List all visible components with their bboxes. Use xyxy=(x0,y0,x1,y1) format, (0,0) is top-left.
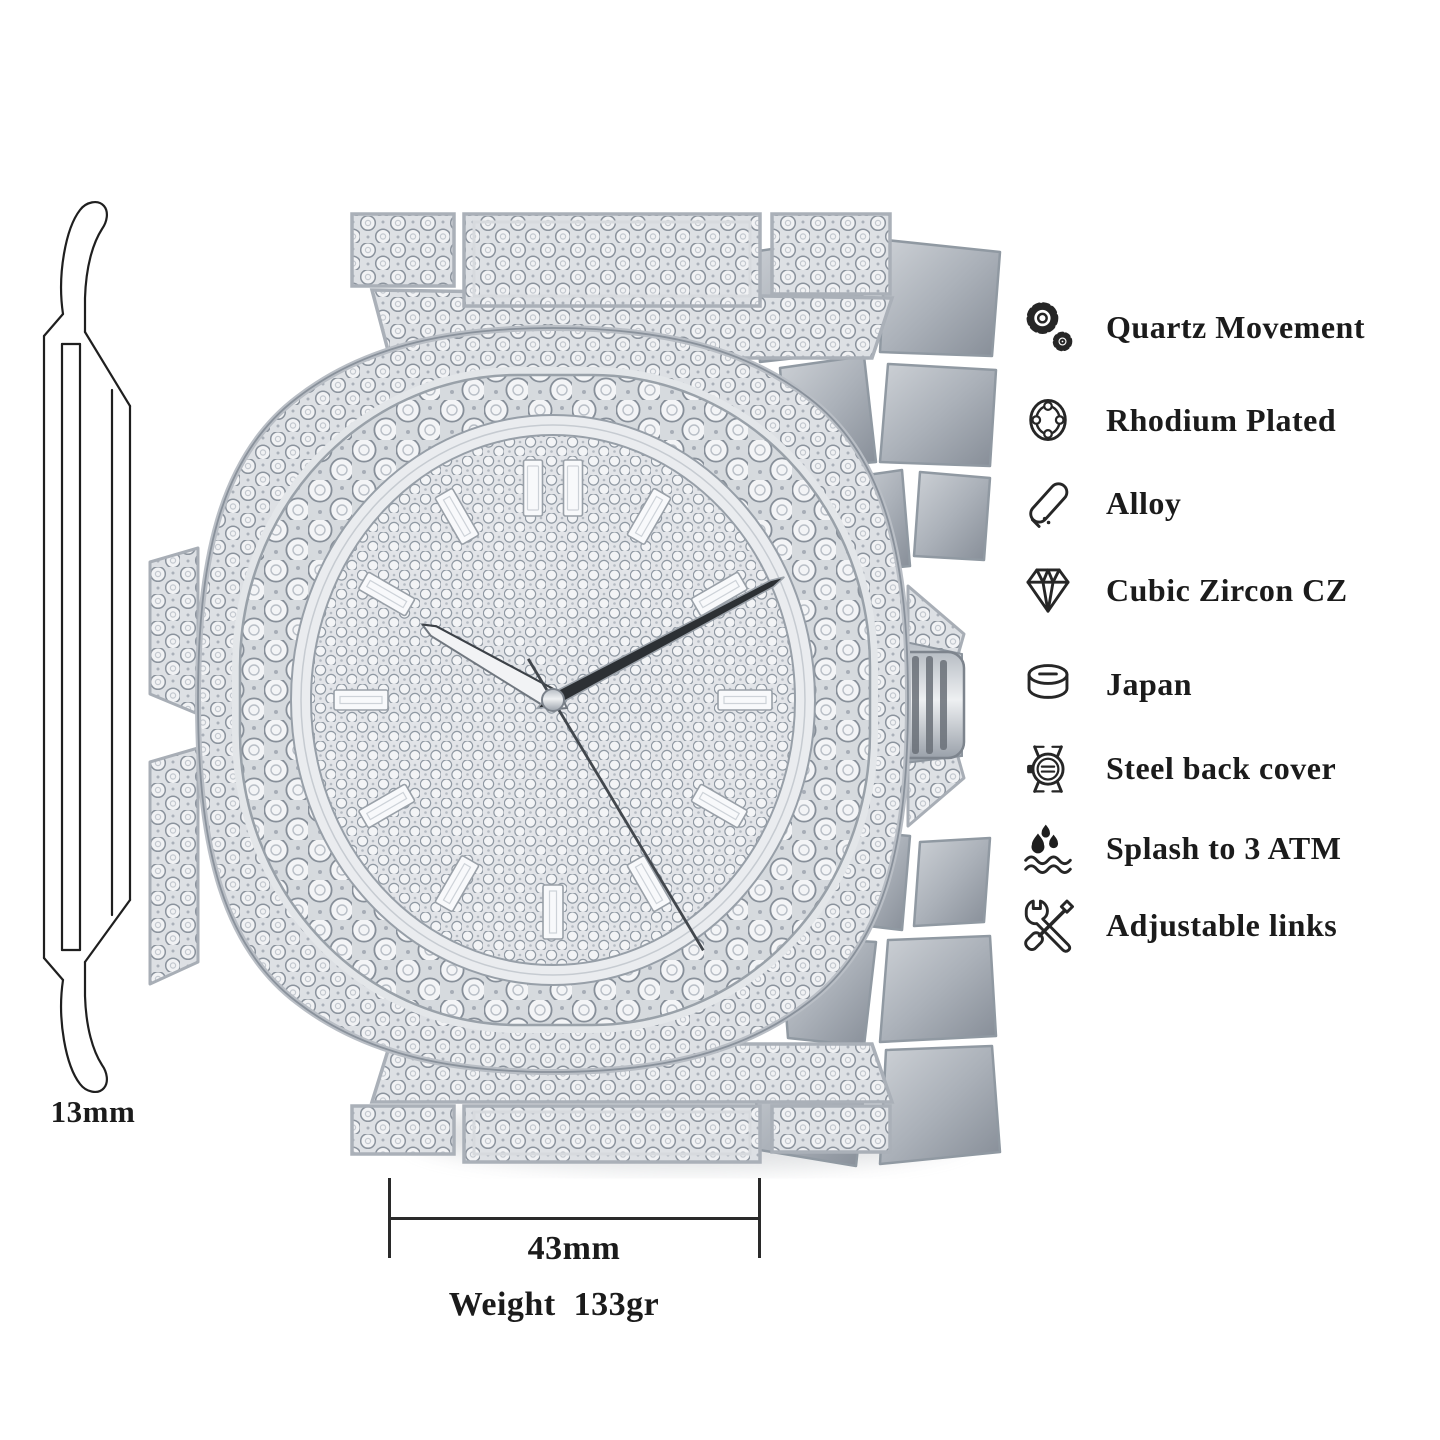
spec-row-splash: Splash to 3 ATM xyxy=(1016,813,1341,883)
profile-top-lug xyxy=(60,200,108,334)
case-left-ears xyxy=(148,546,200,986)
spec-label: Splash to 3 ATM xyxy=(1106,829,1342,866)
water-drops-icon xyxy=(1016,813,1080,883)
spec-row-adjustable-links: Adjustable links xyxy=(1016,890,1337,960)
case-width-label: 43mm xyxy=(527,1230,621,1267)
width-dimension-line xyxy=(389,1217,760,1220)
spec-row-cubic-zircon: Cubic Zircon CZ xyxy=(1016,555,1348,625)
watch-photo xyxy=(148,212,1002,1171)
wrench-screwdriver-icon xyxy=(1016,890,1080,960)
hour-markers xyxy=(333,459,773,940)
gears-icon xyxy=(1016,292,1080,362)
spec-label: Steel back cover xyxy=(1106,749,1337,786)
movement-disc-icon xyxy=(1016,649,1080,719)
spec-label: Adjustable links xyxy=(1106,906,1338,943)
spec-row-steel-back: Steel back cover xyxy=(1016,733,1336,803)
profile-bottom-lug xyxy=(60,960,108,1094)
spec-label: Quartz Movement xyxy=(1106,308,1365,345)
spec-row-rhodium-plated: Rhodium Plated xyxy=(1016,385,1336,455)
spec-label: Cubic Zircon CZ xyxy=(1106,571,1348,608)
spec-label: Rhodium Plated xyxy=(1106,401,1337,438)
weight-label: Weight 133gr xyxy=(448,1286,660,1323)
spec-label: Japan xyxy=(1106,665,1193,702)
spec-row-japan: Japan xyxy=(1016,649,1192,719)
watch-side-profile-drawing xyxy=(42,200,132,1094)
profile-case-lines xyxy=(42,334,132,960)
second-hand xyxy=(526,658,705,952)
diamond-icon xyxy=(1016,555,1080,625)
spec-row-alloy: Alloy xyxy=(1016,468,1181,538)
spec-label: Alloy xyxy=(1106,484,1182,521)
case-back-seal-icon xyxy=(1016,385,1080,455)
watch-back-icon xyxy=(1016,733,1080,803)
metal-bar-icon xyxy=(1016,468,1080,538)
spec-row-quartz-movement: Quartz Movement xyxy=(1016,292,1365,362)
thickness-label: 13mm xyxy=(50,1094,136,1129)
hands-center-cap xyxy=(541,688,565,712)
bezel-silver-rim xyxy=(232,367,878,1033)
